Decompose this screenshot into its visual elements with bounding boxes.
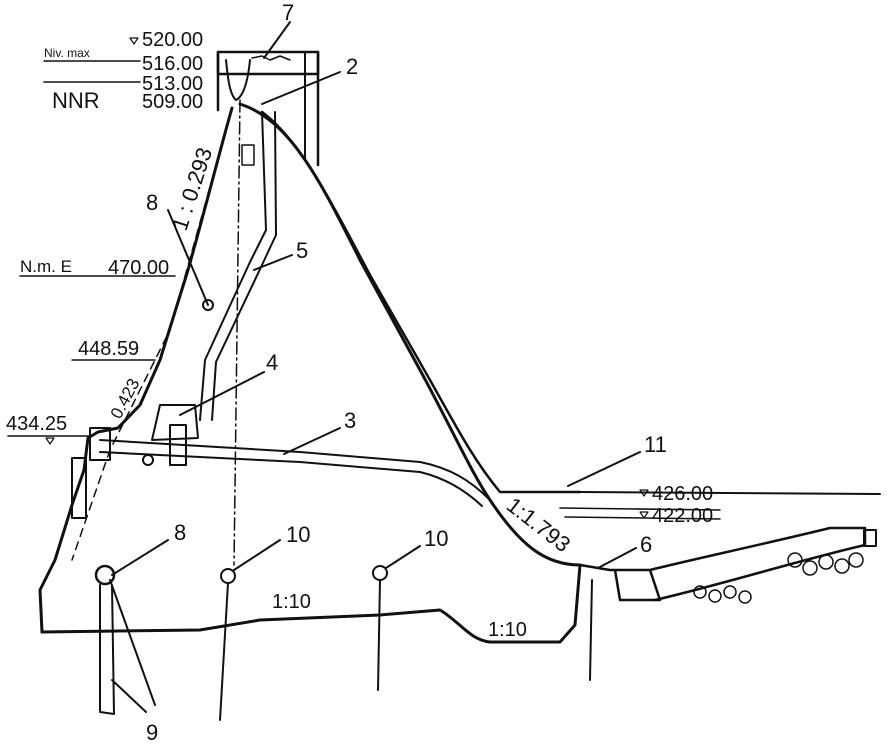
tailwater-mark-low	[639, 511, 649, 519]
crest-structure	[216, 50, 320, 76]
upstream-dashed-line	[71, 107, 233, 561]
callout-10-right: 10	[385, 526, 448, 569]
callout-8-upper: 8	[146, 190, 209, 306]
svg-text:10: 10	[286, 522, 310, 547]
level-434-mark	[45, 437, 55, 445]
svg-text:11: 11	[644, 432, 667, 457]
intake-structure	[89, 427, 111, 461]
elevation-normal-level: 509.00	[142, 91, 203, 113]
spillway-chute	[260, 110, 582, 494]
svg-text:9: 9	[146, 720, 158, 745]
gallery-upper	[241, 144, 255, 166]
grout-hole-inclined	[109, 579, 156, 706]
elevation-crest: 520.00	[142, 29, 203, 51]
valve-chamber	[151, 404, 199, 441]
svg-text:6: 6	[640, 532, 652, 557]
bottom-outlet-lower	[99, 451, 483, 507]
drain-pipe	[199, 111, 267, 421]
slope-foundation-left: 1:10	[272, 591, 311, 613]
svg-text:5: 5	[296, 238, 308, 263]
callout-11: 11	[567, 432, 667, 487]
drain-hole-left	[219, 582, 229, 721]
slope-downstream: 1:1.793	[502, 492, 575, 557]
valve-shaft	[169, 424, 187, 466]
tailwater-line-low	[559, 507, 721, 511]
callout-3: 3	[283, 408, 356, 455]
gallery-10-right	[372, 565, 388, 581]
elevation-downstream-high: 426.00	[652, 483, 713, 505]
axis-dashdot-line	[233, 99, 241, 566]
label-min-level: N.m. E	[20, 257, 72, 276]
elevation-513: 513.00	[142, 73, 203, 95]
callout-4: 4	[179, 350, 278, 416]
callout-10-left: 10	[233, 522, 310, 571]
callout-8-lower: 8	[111, 520, 186, 576]
svg-text:8: 8	[174, 520, 186, 545]
downstream-apron	[578, 563, 662, 602]
grout-curtain	[99, 584, 115, 715]
end-sill	[863, 529, 877, 547]
label-normal-level: NNR	[52, 88, 100, 113]
riprap-stones	[693, 552, 864, 604]
drain-hole-right	[589, 579, 593, 681]
crest-gallery	[225, 59, 251, 101]
tailwater-line-high	[579, 491, 881, 495]
upstream-cofferdam	[71, 457, 87, 519]
svg-text:7: 7	[282, 0, 294, 25]
slope-foundation-right: 1:10	[488, 619, 527, 641]
gallery-8-lower	[142, 454, 154, 466]
crest-parapet	[251, 55, 291, 61]
elevation-min-level: 470.00	[108, 257, 169, 279]
tailwater-mark-high	[639, 489, 649, 497]
svg-text:10: 10	[424, 526, 448, 551]
gallery-8-upper	[202, 299, 214, 311]
tailwater-line-low2	[564, 516, 721, 520]
gallery-10-left	[220, 568, 236, 584]
svg-text:3: 3	[344, 408, 356, 433]
callout-6: 6	[597, 532, 652, 569]
callout-9: 9	[111, 679, 158, 745]
elevation-max-level: 516.00	[142, 53, 203, 75]
slope-upstream-lower: 0.423	[107, 375, 144, 421]
svg-text:2: 2	[346, 54, 358, 79]
svg-text:8: 8	[146, 190, 158, 215]
drainage-gallery-9	[94, 564, 116, 586]
drain-pipe-inner	[211, 111, 277, 421]
crest-level-mark	[129, 37, 139, 45]
callout-5: 5	[253, 238, 308, 271]
callout-2: 2	[261, 54, 358, 105]
drain-hole-mid	[377, 579, 381, 691]
elevation-448: 448.59	[78, 338, 139, 360]
callout-7: 7	[263, 0, 294, 59]
elevation-downstream-low: 422.00	[652, 505, 713, 527]
svg-text:4: 4	[266, 350, 278, 375]
bottom-outlet	[99, 439, 491, 501]
downstream-face	[238, 102, 582, 567]
elevation-434: 434.25	[6, 413, 67, 435]
label-max-level: Niv. max	[44, 46, 90, 60]
